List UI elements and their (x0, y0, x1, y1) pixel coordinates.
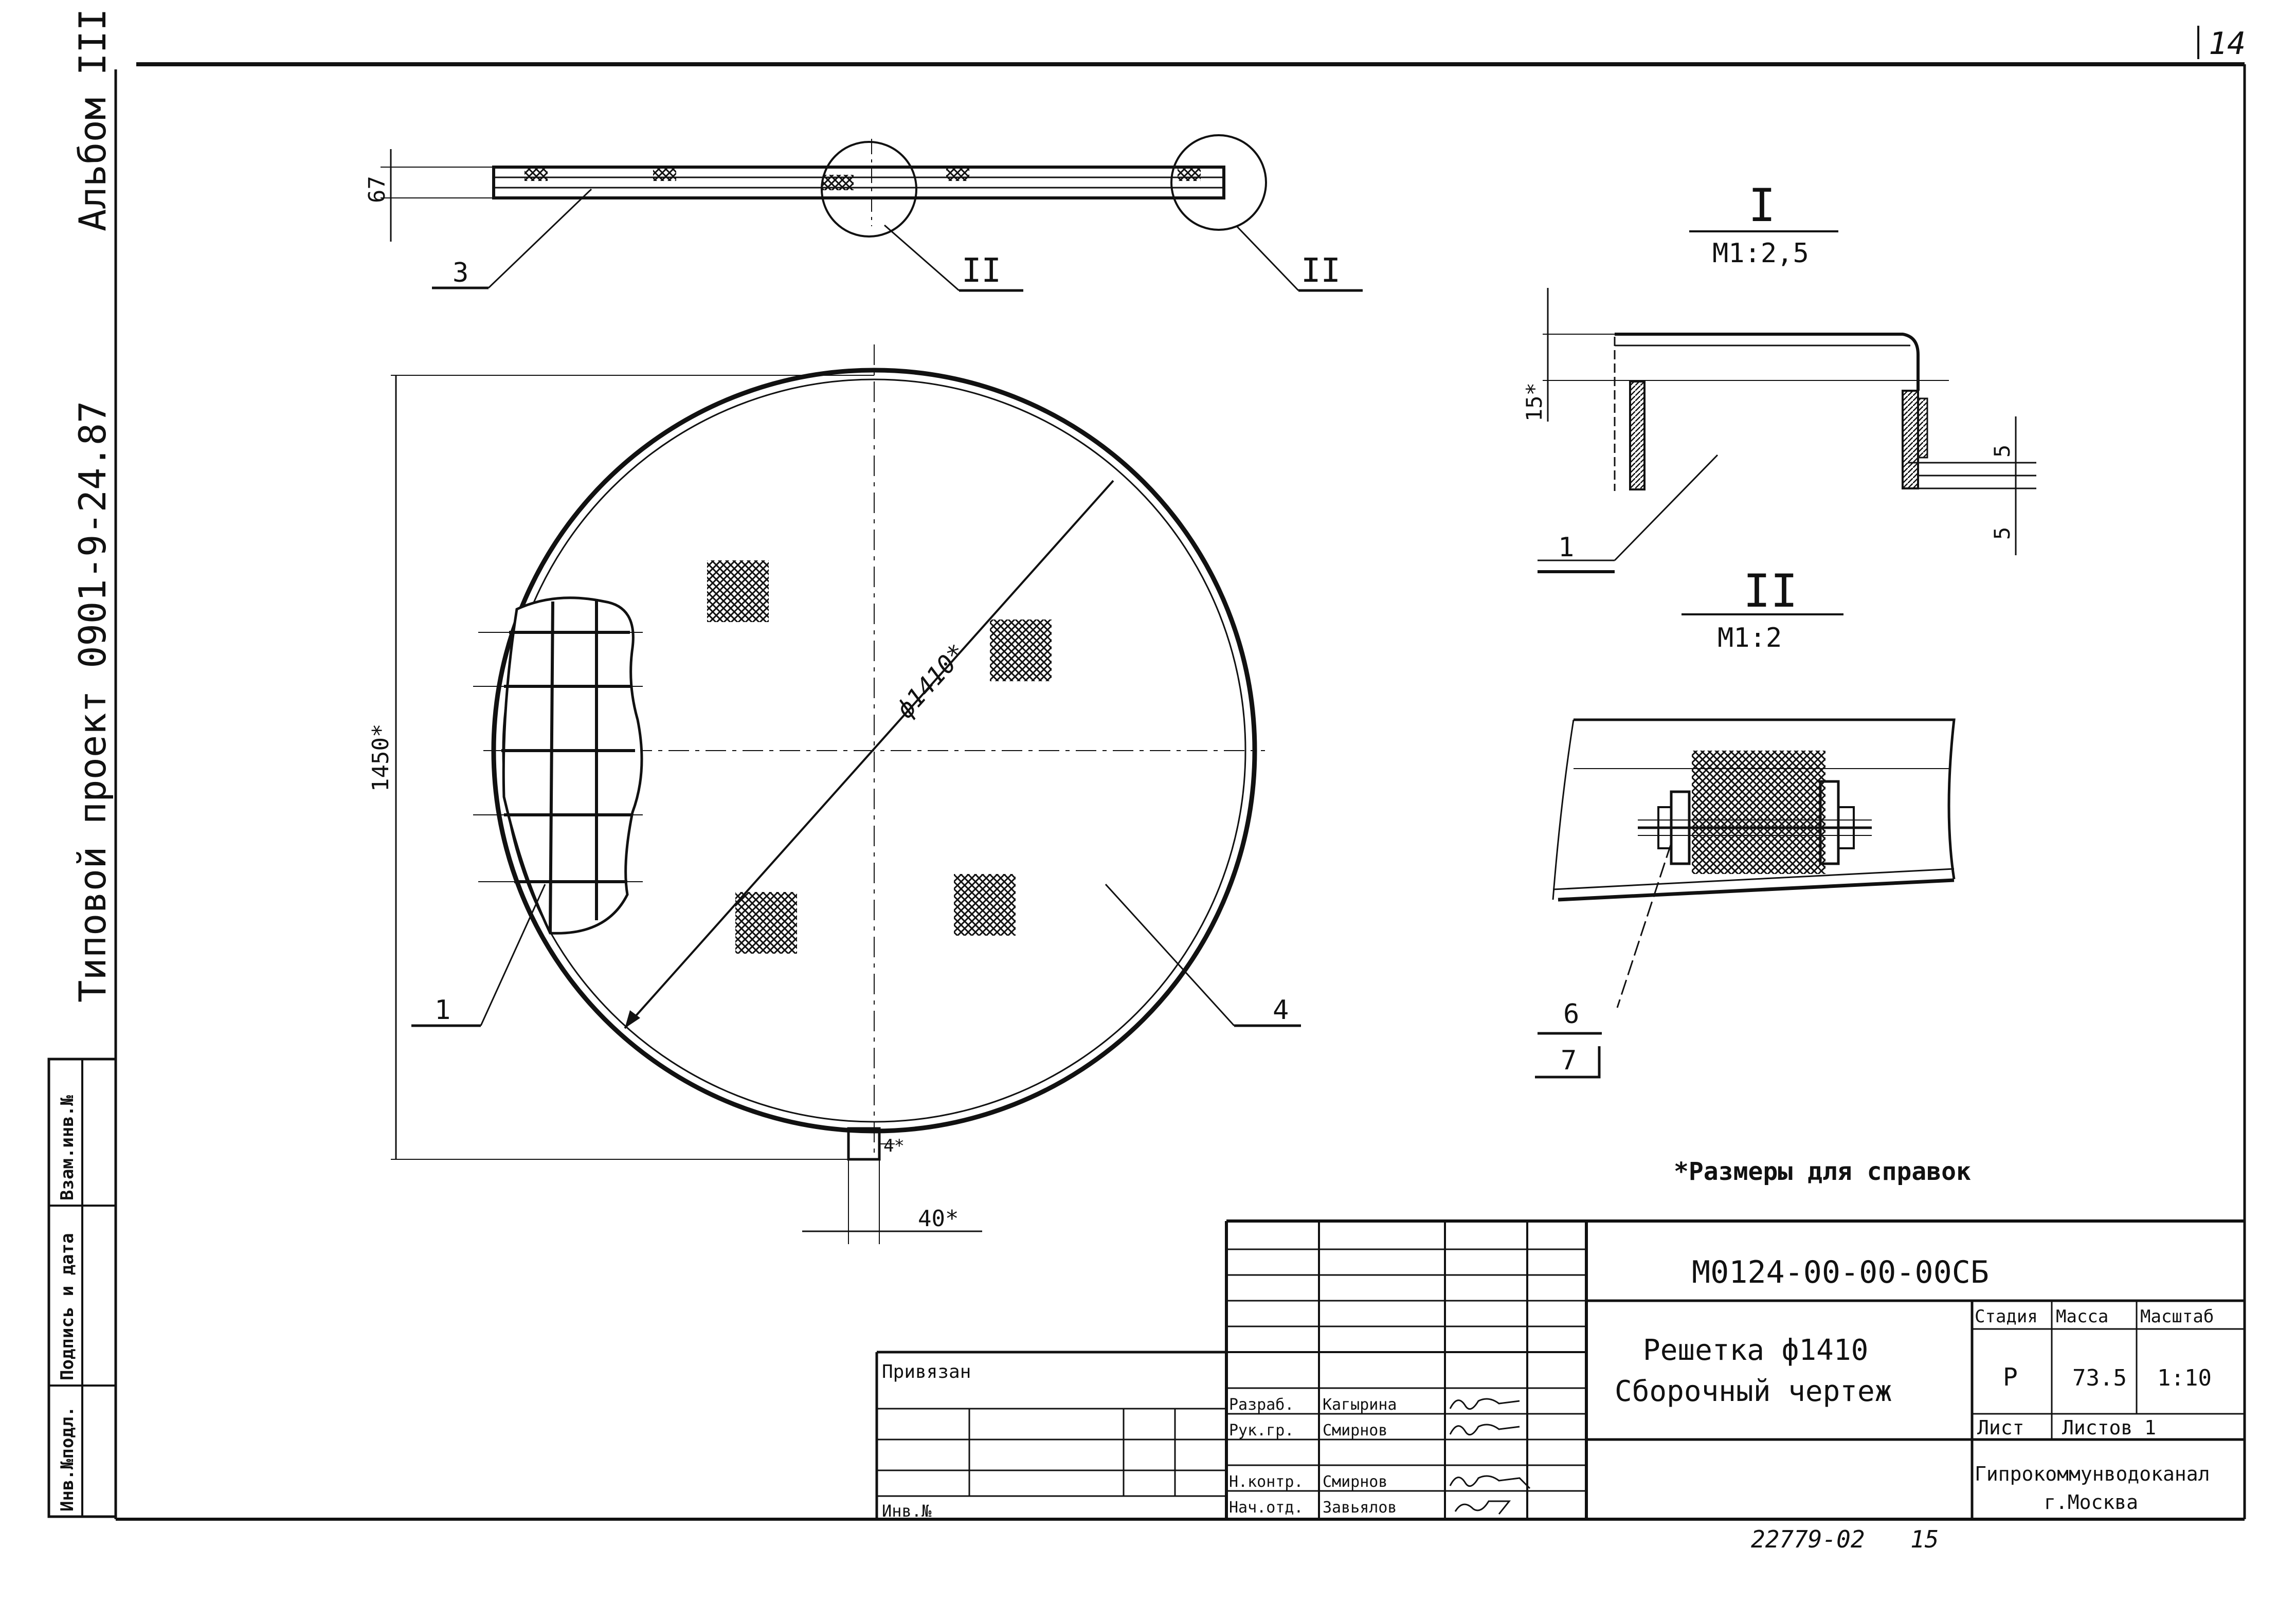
node-ii-label-center: II (962, 252, 1001, 290)
section-ii-callout-7: 7 (1561, 1045, 1577, 1076)
section-ii-callout-6: 6 (1563, 999, 1579, 1030)
stage-value: Р (2003, 1363, 2018, 1392)
top-view-callout-3: 3 (453, 258, 468, 288)
inventory-label: Инв.№ (882, 1501, 932, 1521)
footer-page: 15 (1910, 1525, 1939, 1553)
signer-role-norm-control: Н.контр. (1229, 1473, 1304, 1491)
album-title: Альбом III (71, 9, 114, 231)
node-ii-circle-right (1170, 134, 1267, 231)
title-block-grid (875, 1219, 2245, 1519)
drawing-title-line1: Решетка ф1410 (1643, 1334, 1868, 1367)
height-dimension: 1450* (368, 724, 394, 792)
plan-view-leaders (411, 883, 1301, 1027)
sheets-label: Листов 1 (2062, 1416, 2156, 1439)
signer-role-dept-head: Нач.отд. (1229, 1499, 1304, 1517)
header-mass: Масса (2056, 1306, 2108, 1327)
top-side-view (381, 139, 1225, 242)
top-view-leaders (432, 188, 1363, 292)
tab-width-dimension: 40* (918, 1206, 959, 1232)
section-i-detail (1538, 288, 2036, 573)
section-ii-scale: М1:2 (1718, 623, 1782, 653)
section-i-dim-upper: 5 (1990, 445, 2015, 458)
organization-line1: Гипрокоммунводоканал (1975, 1463, 2210, 1485)
plan-callout-1: 1 (435, 995, 450, 1026)
side-stamp-inv-label: Инв.№подл. (57, 1406, 78, 1511)
signer-name-dept-head: Завьялов (1323, 1499, 1397, 1517)
signer-name-developer: Кагырина (1323, 1396, 1397, 1414)
side-stamp-replace-label: Взам.инв.№ (57, 1095, 78, 1200)
section-i-callout-1: 1 (1558, 532, 1574, 563)
plan-view (391, 344, 1265, 1244)
side-stamp (47, 1058, 117, 1518)
diameter-dimension: ф1410* (891, 639, 972, 724)
tab-height-dimension: 4* (883, 1136, 905, 1156)
plan-callout-4: 4 (1273, 995, 1289, 1026)
footer-code: 22779-02 (1751, 1525, 1865, 1553)
organization-line2: г.Москва (2044, 1491, 2138, 1514)
signer-role-developer: Разраб. (1229, 1396, 1294, 1414)
section-i-scale: М1:2,5 (1712, 238, 1809, 269)
node-ii-circle-center (821, 141, 917, 238)
node-ii-label-right: II (1301, 252, 1341, 290)
scale-value: 1:10 (2157, 1365, 2212, 1391)
drawing-title-line2: Сборочный чертеж (1615, 1375, 1892, 1408)
thickness-dimension: 67 (364, 176, 390, 203)
signatures (1449, 1398, 1531, 1515)
section-i-dim-lower: 5 (1990, 527, 2015, 540)
project-title: Типовой проект 0901-9-24.87 (71, 401, 114, 1003)
sheet-label: Лист (1977, 1416, 2024, 1439)
section-i-gap-dimension: 15* (1522, 382, 1547, 422)
header-scale: Масштаб (2140, 1306, 2214, 1327)
signer-name-group-head: Смирнов (1323, 1422, 1387, 1440)
section-i-mark: I (1748, 179, 1776, 232)
section-ii-mark: II (1743, 564, 1798, 617)
sheet-frame (114, 26, 2246, 1521)
mass-value: 73.5 (2072, 1365, 2127, 1391)
signer-name-norm-control: Смирнов (1323, 1473, 1387, 1491)
reference-dimensions-note: *Размеры для справок (1674, 1157, 1971, 1186)
bound-label: Привязан (882, 1361, 971, 1382)
section-ii-detail (1535, 718, 1956, 1079)
header-stage: Стадия (1975, 1306, 2038, 1327)
signer-role-group-head: Рук.гр. (1229, 1422, 1294, 1440)
sheet-number: 14 (2209, 26, 2246, 62)
drawing-designation: М0124-00-00-00СБ (1692, 1254, 1989, 1290)
side-stamp-sign-label: Подпись и дата (57, 1233, 78, 1380)
